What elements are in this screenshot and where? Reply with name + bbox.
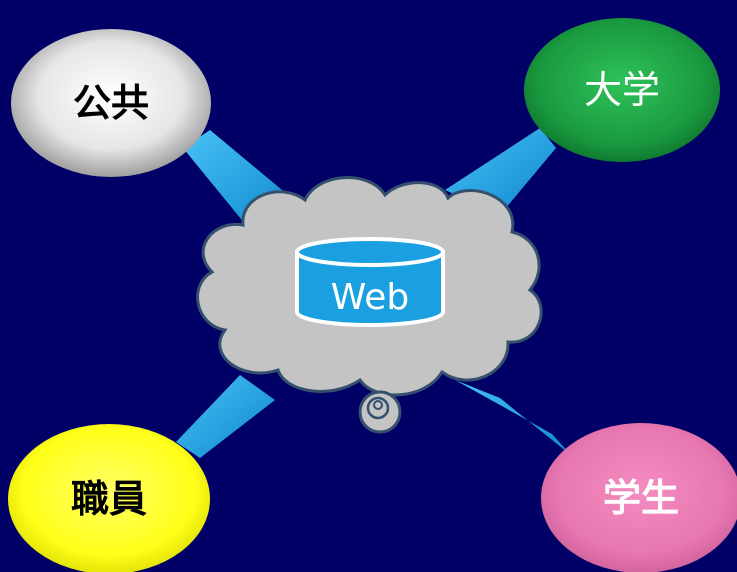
node-student: 学生 (541, 423, 737, 572)
node-label-public: 公共 (73, 81, 149, 125)
node-staff: 職員 (8, 424, 210, 572)
cloud-tail-small (373, 400, 383, 410)
connector-staff (176, 375, 275, 458)
database-icon: Web (295, 237, 445, 327)
node-label-student: 学生 (603, 476, 679, 520)
node-university: 大学 (524, 18, 720, 162)
connector-student (455, 380, 572, 456)
node-label-staff: 職員 (71, 477, 147, 521)
node-label-university: 大学 (584, 68, 660, 112)
center-label: Web (331, 277, 410, 318)
node-public: 公共 (11, 29, 211, 177)
